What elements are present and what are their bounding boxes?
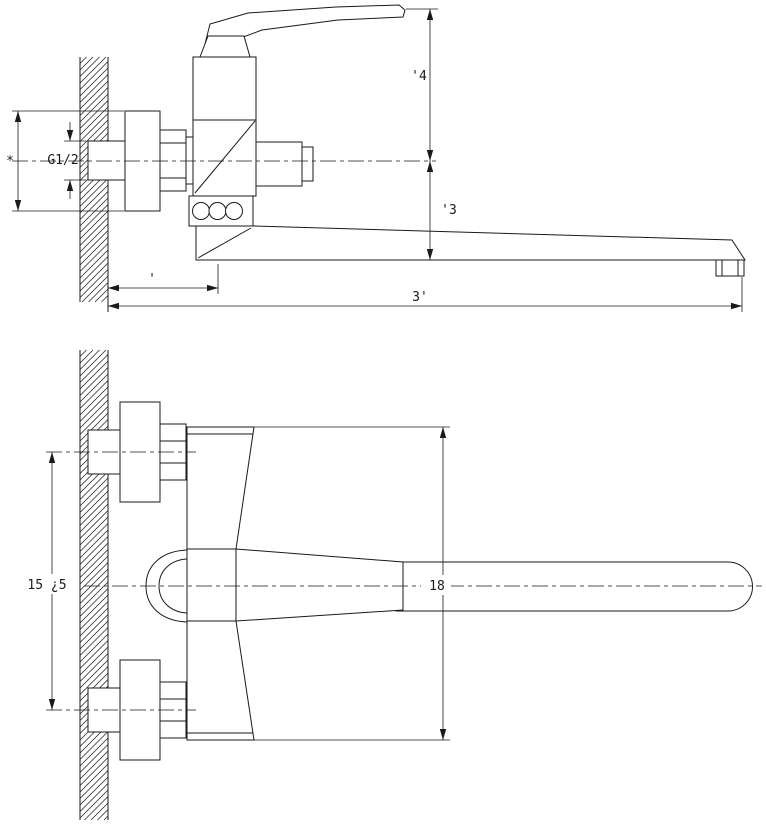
plan-view bbox=[46, 349, 762, 821]
hex-nut bbox=[159, 129, 187, 192]
label-mask bbox=[24, 574, 70, 594]
dim-label-thread: G1/2 bbox=[47, 153, 78, 168]
faucet-body bbox=[192, 56, 257, 197]
spout-root-chamfer bbox=[197, 227, 252, 259]
spout-joint-inner bbox=[158, 558, 188, 614]
outlet-cap bbox=[301, 146, 314, 182]
knurl-circle bbox=[208, 202, 227, 220]
aerator bbox=[715, 259, 745, 277]
wall-hatch-bottom bbox=[79, 349, 109, 821]
dim-label-spout-reach: 3' bbox=[412, 290, 428, 305]
dim-label-spout-drop: '3 bbox=[441, 203, 457, 218]
wall-hatch-top bbox=[79, 56, 109, 303]
dimension-lines bbox=[12, 8, 743, 741]
label-mask bbox=[421, 575, 451, 595]
shower-outlet bbox=[255, 141, 303, 187]
dim-label-body-span: 18 bbox=[429, 579, 445, 594]
dim-label-wall-to-center: ' bbox=[148, 272, 156, 287]
knurl-circle bbox=[225, 202, 243, 220]
lever-handle-front bbox=[235, 548, 404, 622]
inlet-pipe bbox=[87, 140, 126, 181]
handle-cap bbox=[199, 35, 251, 58]
dimension-labels: '4 '3 * G1/2 ' 3' 15 ¿5 18 bbox=[6, 69, 457, 594]
side-view bbox=[12, 4, 746, 312]
dim-label-mount-centers: 15 ¿5 bbox=[27, 578, 66, 593]
spout-front bbox=[395, 561, 753, 612]
dimension-arrows bbox=[14, 9, 742, 740]
body-connector bbox=[185, 136, 194, 185]
spout bbox=[195, 225, 746, 261]
dim-label-flange-span: * bbox=[6, 154, 14, 169]
dim-label-handle-height: '4 bbox=[411, 69, 427, 84]
knurl-circle bbox=[192, 202, 210, 220]
body-chamfer bbox=[194, 120, 256, 194]
